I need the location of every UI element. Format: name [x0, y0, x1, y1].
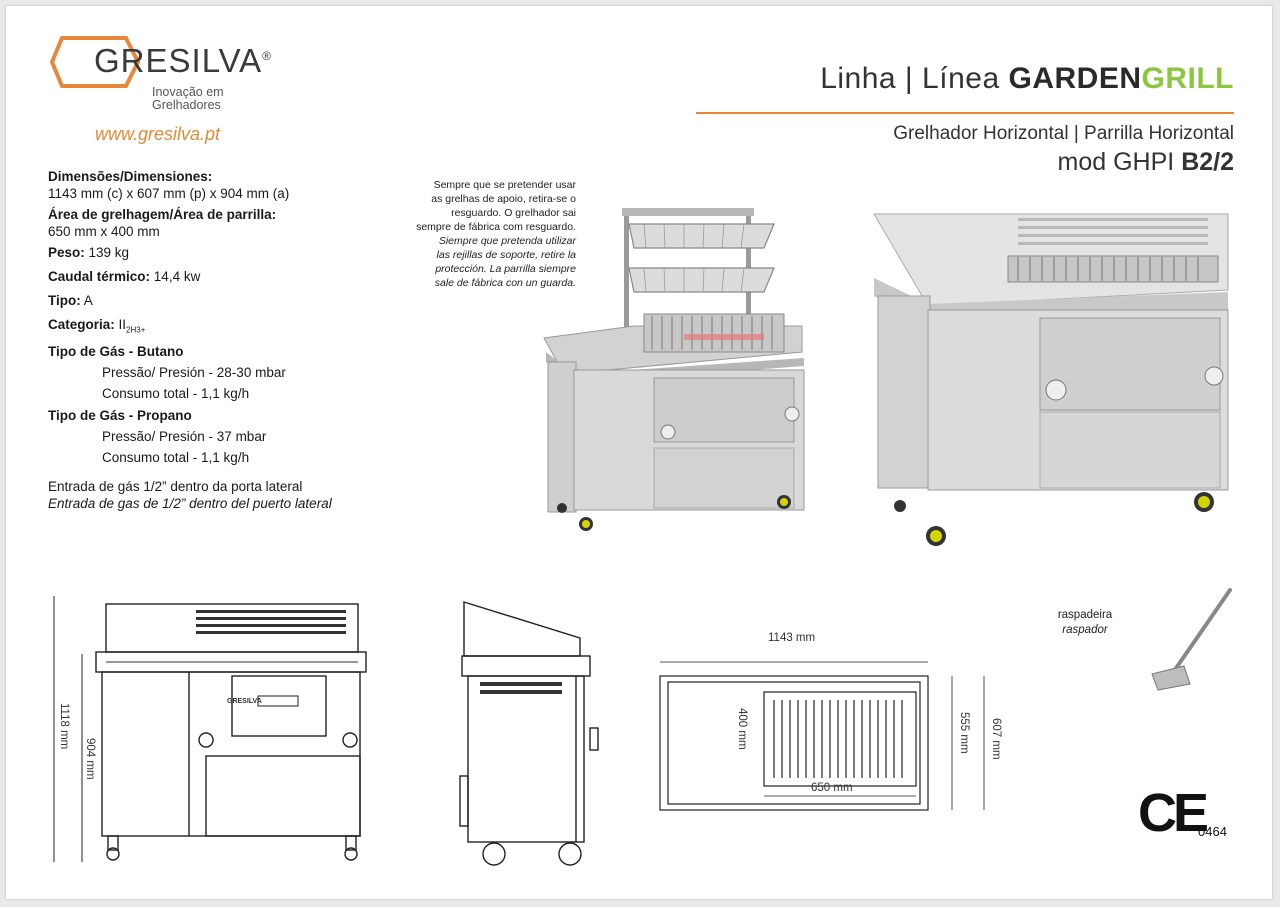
- front-view-drawing: [53, 596, 367, 862]
- grill-area-label: Área de grelhagem/Área de parrilla:: [48, 207, 277, 222]
- scraper-icon: [1151, 588, 1232, 691]
- ce-number: 0464: [1198, 824, 1227, 839]
- product-image-with-shield: [873, 213, 1229, 546]
- header-divider: [696, 112, 1234, 114]
- product-line-title: Linha | Línea GARDENGRILL: [820, 62, 1234, 95]
- category-label: Categoria:: [48, 317, 115, 332]
- product-subtitle: Grelhador Horizontal | Parrilla Horizont…: [893, 123, 1234, 144]
- model-name: mod GHPI B2/2: [1057, 148, 1234, 176]
- front-height-total-label: 1118 mm: [58, 703, 70, 750]
- butane-label: Tipo de Gás - Butano: [48, 343, 184, 359]
- dimensions-value: 1143 mm (c) x 607 mm (p) x 904 mm (a): [48, 186, 290, 201]
- propane-consumption: Consumo total - 1,1 kg/h: [102, 449, 250, 465]
- front-view-badge: GRESILVA: [227, 698, 262, 705]
- spec-list: Dimensões/Dimensiones: 1143 mm (c) x 607…: [48, 168, 408, 512]
- top-width-label: 1143 mm: [768, 632, 816, 644]
- top-view-drawing: [659, 661, 985, 811]
- weight-label: Peso:: [48, 245, 85, 260]
- category-subscript: 2H3+: [126, 325, 146, 335]
- top-grill-depth-label: 400 mm: [736, 708, 748, 750]
- propane-pressure: Pressão/ Presión - 37 mbar: [102, 428, 267, 444]
- shield-note: Sempre que se pretender usar as grelhas …: [416, 179, 576, 289]
- gresilva-logo-icon: [50, 36, 140, 88]
- top-depth-label: 607 mm: [990, 718, 1002, 760]
- spec-sheet: GRESILVA® Inovação em Grelhadores www.gr…: [6, 6, 1272, 899]
- scraper-label: raspadeira raspador: [1057, 609, 1113, 636]
- ce-mark: CE: [1138, 783, 1209, 843]
- type-label: Tipo:: [48, 293, 81, 308]
- gas-inlet-pt: Entrada de gás 1/2” dentro da porta late…: [48, 478, 303, 494]
- thermal-value: 14,4 kw: [153, 269, 201, 284]
- product-image-with-shelves: [543, 208, 805, 531]
- category-value: II: [118, 317, 127, 332]
- top-inner-depth-label: 555 mm: [958, 712, 970, 754]
- thermal-label: Caudal térmico:: [48, 269, 151, 284]
- propane-label: Tipo de Gás - Propano: [48, 407, 192, 423]
- type-value: A: [83, 293, 93, 308]
- dimensions-label: Dimensões/Dimensiones:: [48, 169, 213, 184]
- side-view-drawing: [459, 601, 599, 866]
- gas-inlet-es: Entrada de gas de 1/2” dentro del puerto…: [48, 495, 332, 511]
- weight-value: 139 kg: [88, 245, 130, 260]
- brand-tagline: Inovação em Grelhadores: [152, 85, 224, 112]
- grill-area-value: 650 mm x 400 mm: [48, 224, 160, 239]
- website-link[interactable]: www.gresilva.pt: [95, 124, 221, 144]
- front-height-label: 904 mm: [84, 738, 96, 780]
- top-grill-width-label: 650 mm: [811, 782, 853, 794]
- brand-name: GRESILVA®: [94, 42, 273, 79]
- butane-consumption: Consumo total - 1,1 kg/h: [102, 385, 250, 401]
- butane-pressure: Pressão/ Presión - 28-30 mbar: [102, 364, 286, 380]
